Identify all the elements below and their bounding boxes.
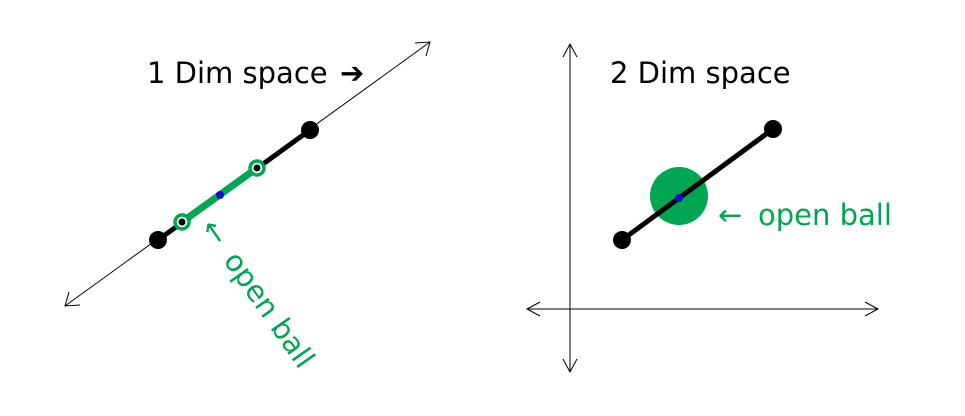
axis-2d-horizontal-arrowhead-right <box>864 301 880 317</box>
panel-2d-title: 2 Dim space <box>610 56 791 90</box>
segment-2d-endpoint-right <box>764 120 782 138</box>
annotation-1d: ← open ball <box>194 212 322 374</box>
annotation-2d-arrow: ← <box>718 198 742 232</box>
axis-2d-vertical-arrowhead-bottom <box>562 358 578 374</box>
segment-2d <box>619 126 776 243</box>
open-ball-2d-center <box>675 194 683 202</box>
axis-2d-horizontal-arrowhead-left <box>525 301 541 317</box>
segment-1d-endpoint-right <box>301 121 319 139</box>
segment-2d-endpoint-left <box>613 231 631 249</box>
open-ball-1d-endpoint-left-dot <box>178 218 186 226</box>
annotation-2d-label: open ball <box>758 198 892 232</box>
panel-1d: 1 Dim space ➔ ← open ball <box>64 41 431 374</box>
right-arrow-icon: ➔ <box>340 56 364 90</box>
annotation-1d-label: open ball <box>217 245 322 374</box>
open-ball-1d-endpoint-right-dot <box>253 164 261 172</box>
segment-1d-endpoint-left <box>149 231 167 249</box>
axis-1d-arrowhead-start <box>64 291 81 307</box>
panel-1d-title: 1 Dim space <box>147 56 328 90</box>
axis-2d-vertical-arrowhead-top <box>562 42 578 58</box>
open-ball-1d-center <box>216 191 224 199</box>
annotation-1d-arrow: ← <box>194 212 236 251</box>
axis-1d-arrowhead-end <box>414 41 431 57</box>
panel-2d: 2 Dim space ← open ball <box>525 42 892 374</box>
